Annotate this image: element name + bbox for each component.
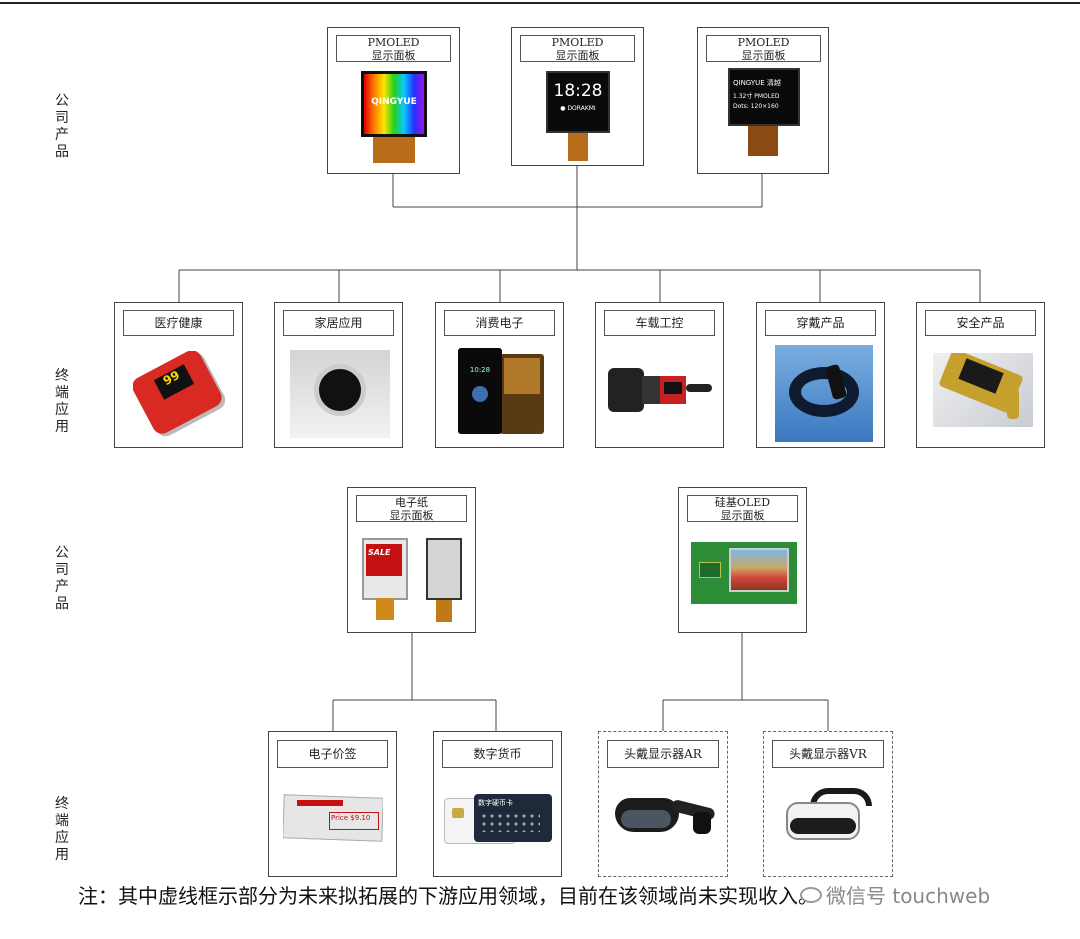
- product-label-line2: 显示面板: [720, 508, 765, 522]
- app-label: 医疗健康: [123, 310, 234, 336]
- screen-text: QINGYUE: [371, 97, 417, 107]
- vr-headset-image: [780, 784, 880, 848]
- product-box-pmoled-3: PMOLED 显示面板 QINGYUE 清越 1.32寸 PMOLED Dots…: [697, 27, 829, 174]
- product-label-line2: 显示面板: [389, 508, 434, 522]
- app-box-medical: 医疗健康 99: [114, 302, 243, 448]
- product-box-pmoled-2: PMOLED 显示面板 18:28 ● DORAKMI: [511, 27, 644, 166]
- app-box-wearables: 穿戴产品: [756, 302, 885, 448]
- shelf-price: Price $9.10: [331, 814, 371, 822]
- app-label-text: 消费电子: [475, 315, 524, 330]
- digital-currency-card-image: 数字硬币卡: [444, 790, 554, 854]
- smart-lock-image: [933, 353, 1033, 427]
- product-label: PMOLED 显示面板: [706, 35, 821, 62]
- app-label: 头戴显示器AR: [607, 740, 719, 768]
- product-box-silicon-oled: 硅基OLED 显示面板: [678, 487, 807, 633]
- app-box-ar-headset: 头戴显示器AR: [598, 731, 728, 877]
- phones-image: 10:28: [454, 348, 548, 438]
- product-box-pmoled-1: PMOLED 显示面板 QINGYUE: [327, 27, 460, 174]
- product-label: 硅基OLED 显示面板: [687, 495, 798, 522]
- app-box-electronic-shelf-label: 电子价签 Price $9.10: [268, 731, 397, 877]
- product-label-line2: 显示面板: [741, 48, 786, 62]
- clock-time: 18:28: [553, 81, 603, 101]
- app-label-text: 电子价签: [308, 746, 357, 761]
- oximeter-image: 99: [133, 351, 225, 441]
- epaper-sale-text: SALE: [368, 548, 391, 557]
- app-label: 数字货币: [442, 740, 553, 768]
- app-label-text: 穿戴产品: [796, 315, 845, 330]
- epaper-panels-image: SALE: [360, 536, 468, 626]
- top-rule: [0, 2, 1080, 4]
- card-title: 数字硬币卡: [478, 799, 513, 807]
- product-label-line1: PMOLED: [367, 35, 420, 49]
- side-label-company-products-2: 公司产品: [55, 545, 69, 612]
- smart-home-dial-image: [290, 350, 390, 438]
- app-box-automotive: 车载工控: [595, 302, 724, 448]
- app-label: 安全产品: [925, 310, 1036, 336]
- app-label-text: 车载工控: [635, 315, 684, 330]
- pmoled-mono-panel-image: QINGYUE 清越 1.32寸 PMOLED Dots: 120×160: [728, 68, 800, 160]
- screen-line2: 1.32寸 PMOLED: [733, 93, 780, 100]
- app-label: 头戴显示器VR: [772, 740, 884, 768]
- app-label-text: 安全产品: [956, 315, 1005, 330]
- screen-line3: Dots: 120×160: [733, 103, 779, 110]
- app-label: 消费电子: [444, 310, 555, 336]
- silicon-oled-board-image: [691, 542, 797, 604]
- product-label: PMOLED 显示面板: [520, 35, 635, 62]
- side-label-end-applications: 终端应用: [55, 368, 69, 435]
- footnote: 注：其中虚线框示部分为未来拟拓展的下游应用领域，目前在该领域尚未实现收入。: [78, 884, 818, 908]
- app-box-home: 家居应用: [274, 302, 403, 448]
- watermark: 微信号 touchweb: [800, 880, 990, 909]
- shelf-label-image: Price $9.10: [283, 792, 383, 844]
- product-label-line1: 硅基OLED: [714, 495, 771, 509]
- app-label-text: 头戴显示器AR: [624, 746, 702, 761]
- app-box-vr-headset: 头戴显示器VR: [763, 731, 893, 877]
- app-label-text: 医疗健康: [154, 315, 203, 330]
- smart-band-image: [775, 345, 873, 442]
- product-label-line2: 显示面板: [555, 48, 600, 62]
- pmoled-clock-panel-image: 18:28 ● DORAKMI: [546, 71, 610, 163]
- app-label: 家居应用: [283, 310, 394, 336]
- clock-sub: ● DORAKMI: [560, 105, 596, 112]
- industrial-sensor-image: [604, 358, 716, 428]
- side-label-end-applications-2: 终端应用: [55, 796, 69, 863]
- product-label-line2: 显示面板: [371, 48, 416, 62]
- phone-time: 10:28: [469, 366, 491, 374]
- ar-headset-image: [611, 788, 719, 844]
- wechat-icon: [800, 886, 822, 903]
- app-box-consumer-electronics: 消费电子 10:28: [435, 302, 564, 448]
- product-label-line1: 电子纸: [395, 495, 428, 509]
- product-label: 电子纸 显示面板: [356, 495, 467, 522]
- product-label-line1: PMOLED: [551, 35, 604, 49]
- app-label-text: 头戴显示器VR: [789, 746, 867, 761]
- app-label-text: 数字货币: [473, 746, 522, 761]
- app-label: 车载工控: [604, 310, 715, 336]
- app-label-text: 家居应用: [314, 315, 363, 330]
- product-label: PMOLED 显示面板: [336, 35, 451, 62]
- side-label-company-products: 公司产品: [55, 93, 69, 160]
- watermark-text: 微信号 touchweb: [826, 884, 991, 908]
- screen-line1: QINGYUE 清越: [733, 79, 781, 87]
- app-label: 穿戴产品: [765, 310, 876, 336]
- pmoled-color-panel-image: QINGYUE: [361, 71, 427, 167]
- app-label: 电子价签: [277, 740, 388, 768]
- product-box-epaper: 电子纸 显示面板 SALE: [347, 487, 476, 633]
- product-label-line1: PMOLED: [737, 35, 790, 49]
- app-box-security: 安全产品: [916, 302, 1045, 448]
- app-box-digital-currency: 数字货币 数字硬币卡: [433, 731, 562, 877]
